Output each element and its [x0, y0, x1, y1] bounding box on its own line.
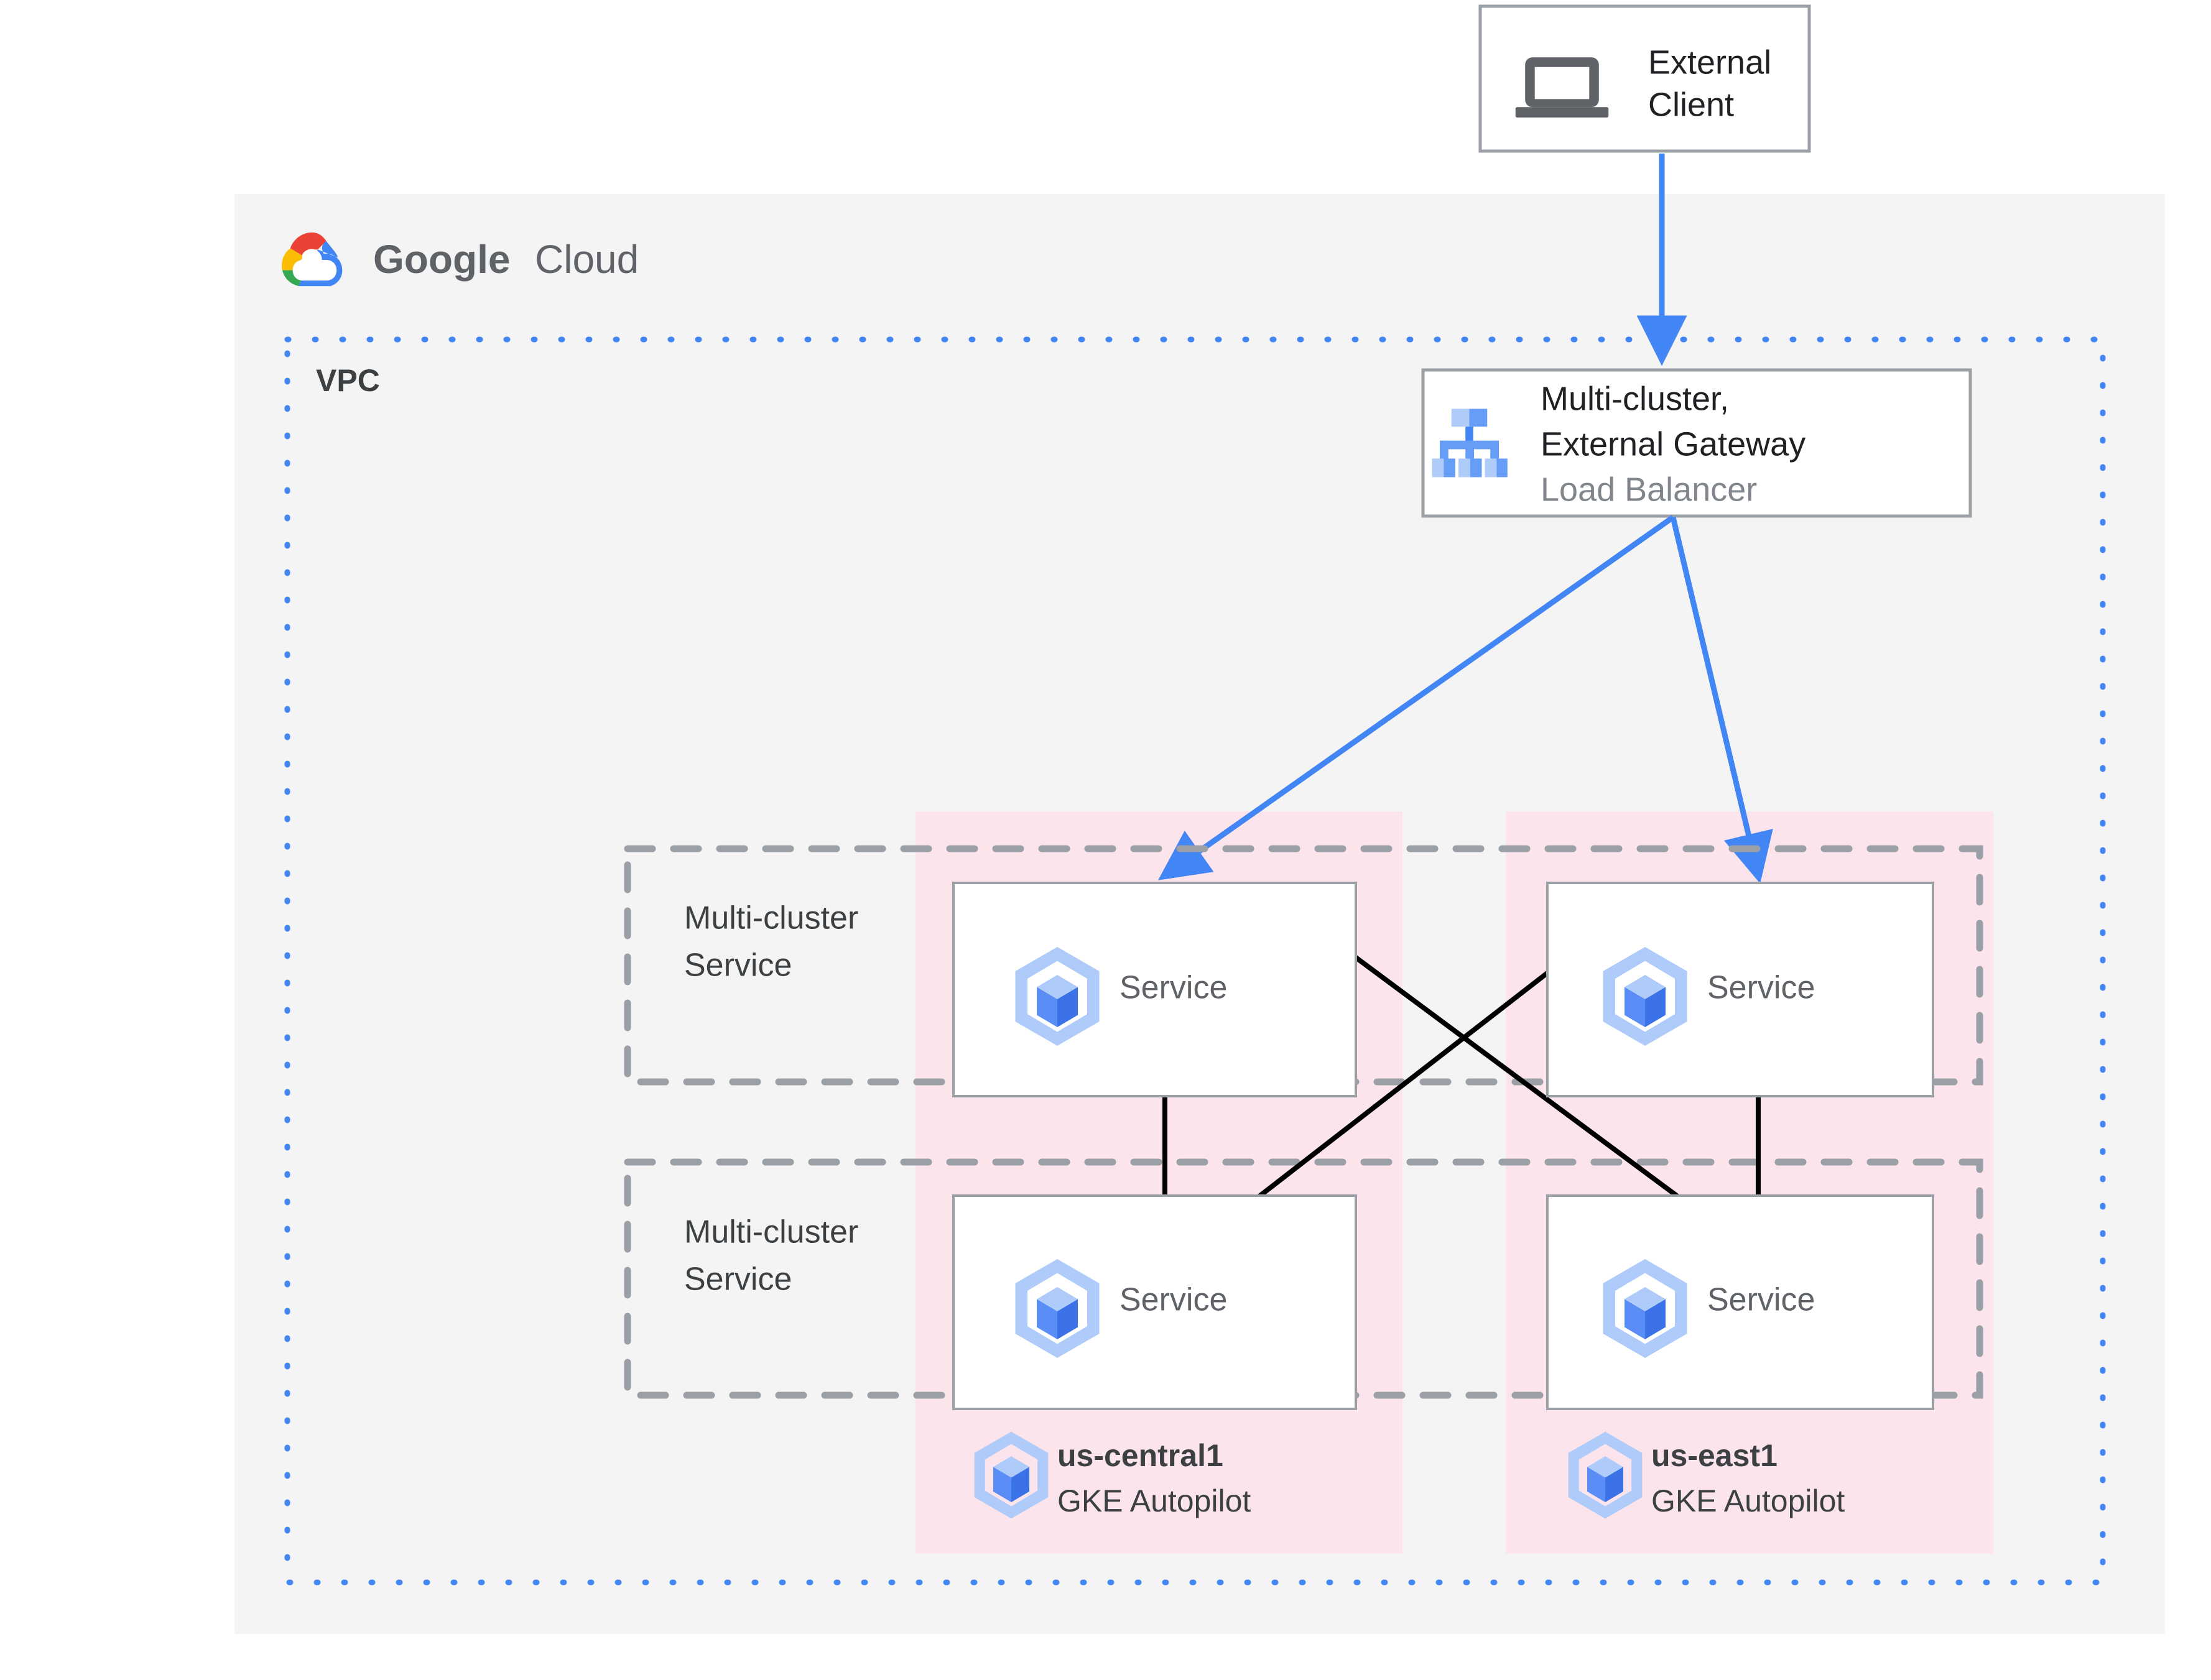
- arrow-loadbalancer-to-service-central-row1: [1157, 515, 1675, 880]
- external-client-label-line1: External: [1648, 44, 1771, 81]
- service-box-central-row2[interactable]: [952, 1194, 1357, 1410]
- cluster-type-us-central1: GKE Autopilot: [1057, 1484, 1251, 1518]
- load-balancer-title-line1: Multi-cluster,: [1541, 380, 1729, 417]
- multicluster-service-2-label-line1: Multi-cluster: [684, 1214, 858, 1250]
- service-label: Service: [1119, 1282, 1227, 1318]
- load-balancer-box: [1421, 368, 1972, 518]
- cluster-name-us-east1: us-east1: [1651, 1438, 1778, 1473]
- service-label: Service: [1119, 970, 1227, 1006]
- multicluster-service-1-label-line2: Service: [684, 948, 792, 984]
- brand-cloud: Cloud: [535, 237, 639, 282]
- brand-google: Google: [373, 237, 510, 282]
- service-label: Service: [1707, 970, 1815, 1006]
- load-balancer-title-line2: External Gateway: [1541, 425, 1805, 463]
- load-balancer-subtitle: Load Balancer: [1541, 471, 1757, 508]
- cluster-name-us-central1: us-central1: [1057, 1438, 1223, 1473]
- cluster-type-us-east1: GKE Autopilot: [1651, 1484, 1845, 1518]
- vpc-boundary: [284, 336, 2106, 1585]
- vpc-label: VPC: [316, 363, 380, 398]
- laptop-icon: [1515, 57, 1609, 118]
- multicluster-service-1-label-line1: Multi-cluster: [684, 900, 858, 936]
- multicluster-service-2-label-line2: Service: [684, 1262, 792, 1298]
- external-client-label-line2: Client: [1648, 86, 1734, 123]
- service-label: Service: [1707, 1282, 1815, 1318]
- arrow-loadbalancer-to-service-east-row1: [1670, 516, 1773, 884]
